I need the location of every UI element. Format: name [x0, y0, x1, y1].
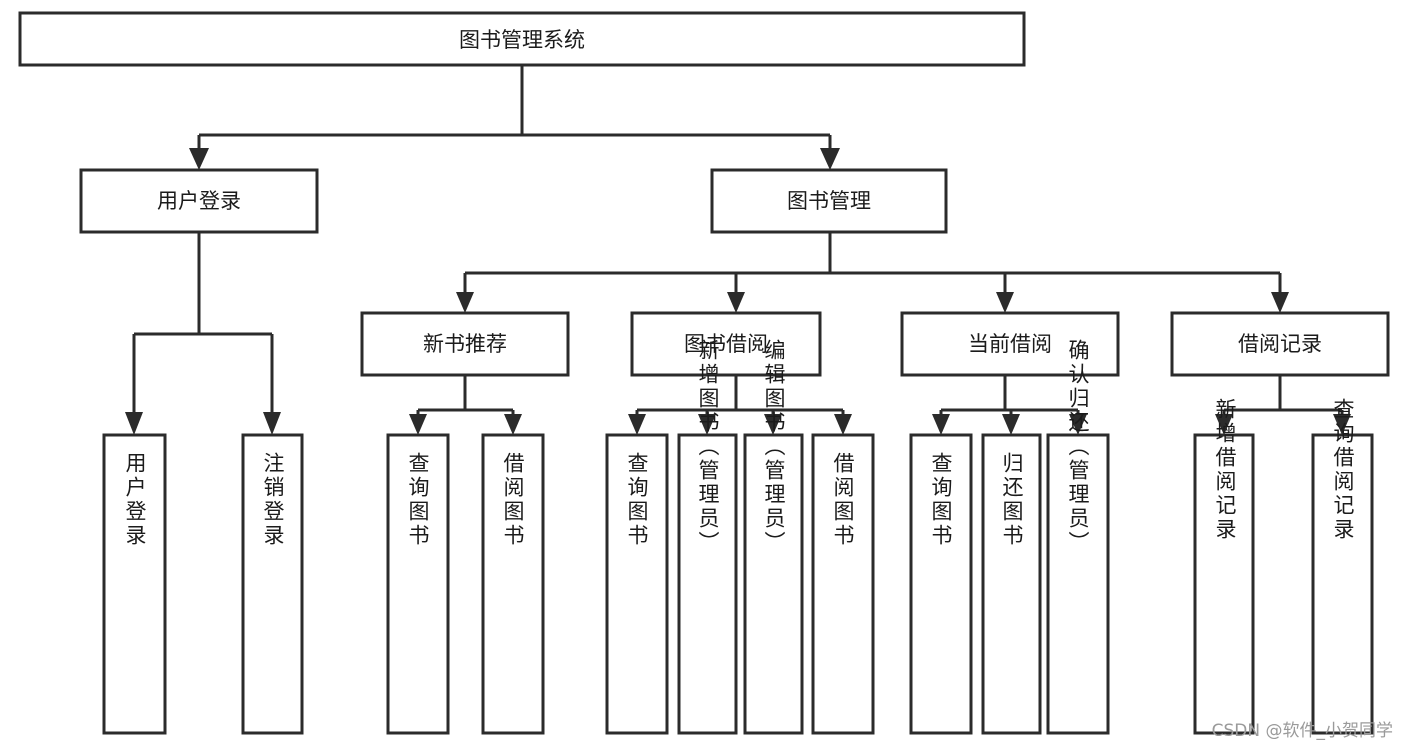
root-label: 图书管理系统	[459, 28, 585, 52]
arrow-head-nb-leaf-2	[504, 414, 522, 435]
leaf-box[interactable]	[1311, 433, 1374, 735]
book-manage-box[interactable]	[710, 168, 948, 234]
leaf-label: 借阅图书	[501, 452, 525, 548]
leaf-box[interactable]	[1193, 433, 1255, 735]
arrow-head-cb-leaf-1	[932, 414, 950, 435]
leaf-box[interactable]	[677, 433, 738, 735]
leaf-label: 查询图书	[625, 452, 649, 548]
leaf-label: 查询图书	[929, 452, 953, 548]
new-book-label: 新书推荐	[423, 332, 507, 356]
leaf-label: 查询图书	[406, 452, 430, 548]
leaf-label: 归还图书	[1000, 452, 1024, 548]
leaf-label: 编辑图书（管理员）	[762, 339, 786, 555]
leaf-label: 注销登录	[261, 452, 285, 548]
borrow-record-box[interactable]	[1170, 311, 1390, 377]
user-login-label: 用户登录	[157, 189, 241, 213]
leaf-node[interactable]: 查询图书	[386, 433, 450, 735]
new-book-box[interactable]	[360, 311, 570, 377]
arrow-head-new-book	[456, 292, 474, 313]
arrow-head-borrow-book	[727, 292, 745, 313]
node-level2-current-borrow[interactable]: 当前借阅	[900, 311, 1120, 377]
arrow-head-cb-leaf-2	[1002, 414, 1020, 435]
leaf-label: 确认归还（管理员）	[1066, 339, 1090, 555]
arrow-head-nb-leaf-1	[409, 414, 427, 435]
leaf-node[interactable]: 查询图书	[909, 433, 973, 735]
leaf-box[interactable]	[102, 433, 167, 735]
node-level2-new-book[interactable]: 新书推荐	[360, 311, 570, 377]
arrow-head-bb-leaf-2	[698, 414, 716, 435]
leaf-node[interactable]: 新增借阅记录	[1193, 398, 1255, 735]
leaf-box[interactable]	[1046, 433, 1110, 735]
borrow-book-box[interactable]	[630, 311, 822, 377]
leaf-box[interactable]	[909, 433, 973, 735]
arrow-head-br-leaf-1	[1215, 414, 1233, 435]
arrow-head-bb-leaf-1	[628, 414, 646, 435]
arrow-head-cb-leaf-3	[1069, 414, 1087, 435]
leaf-box[interactable]	[981, 433, 1042, 735]
root-box[interactable]	[18, 11, 1026, 67]
arrow-head-borrow-record	[1271, 292, 1289, 313]
borrow-book-label: 图书借阅	[684, 332, 768, 356]
current-borrow-box[interactable]	[900, 311, 1120, 377]
leaf-node[interactable]: 编辑图书（管理员）	[743, 339, 804, 735]
leaf-node[interactable]: 注销登录	[241, 433, 304, 735]
user-login-box[interactable]	[79, 168, 319, 234]
leaf-box[interactable]	[743, 433, 804, 735]
current-borrow-label: 当前借阅	[968, 332, 1052, 356]
leaf-node[interactable]: 用户登录	[102, 433, 167, 735]
connector-layer	[125, 65, 1351, 435]
leaf-label: 新增图书（管理员）	[696, 339, 720, 555]
leaf-box[interactable]	[605, 433, 669, 735]
arrow-head-leaf-user-login	[125, 412, 143, 435]
node-level1-book-manage[interactable]: 图书管理	[710, 168, 948, 234]
leaf-box[interactable]	[241, 433, 304, 735]
arrow-head-user-login	[189, 148, 209, 170]
leaf-label: 用户登录	[123, 452, 147, 548]
arrow-head-bb-leaf-4	[834, 414, 852, 435]
leaf-box[interactable]	[811, 433, 875, 735]
node-level2-borrow-record[interactable]: 借阅记录	[1170, 311, 1390, 377]
leaf-box[interactable]	[386, 433, 450, 735]
node-level2-borrow-book[interactable]: 图书借阅	[630, 311, 822, 377]
leaf-node[interactable]: 借阅图书	[481, 433, 545, 735]
leaf-label: 查询借阅记录	[1331, 398, 1355, 542]
arrow-head-br-leaf-2	[1333, 414, 1351, 435]
leaf-label: 借阅图书	[831, 452, 855, 548]
arrow-head-current-borrow	[996, 292, 1014, 313]
arrow-head-bb-leaf-3	[764, 414, 782, 435]
node-root[interactable]: 图书管理系统	[18, 11, 1026, 67]
node-level1-user-login[interactable]: 用户登录	[79, 168, 319, 234]
leaf-node[interactable]: 确认归还（管理员）	[1046, 339, 1110, 735]
leaf-box[interactable]	[481, 433, 545, 735]
arrow-head-leaf-logout	[263, 412, 281, 435]
book-manage-label: 图书管理	[787, 189, 871, 213]
leaf-node[interactable]: 归还图书	[981, 433, 1042, 735]
arrow-head-book-manage	[820, 148, 840, 170]
borrow-record-label: 借阅记录	[1238, 332, 1322, 356]
leaf-node[interactable]: 借阅图书	[811, 433, 875, 735]
leaf-node[interactable]: 查询图书	[605, 433, 669, 735]
leaf-label: 新增借阅记录	[1213, 398, 1237, 542]
leaf-node[interactable]: 新增图书（管理员）	[677, 339, 738, 735]
leaf-node[interactable]: 查询借阅记录	[1311, 398, 1374, 735]
